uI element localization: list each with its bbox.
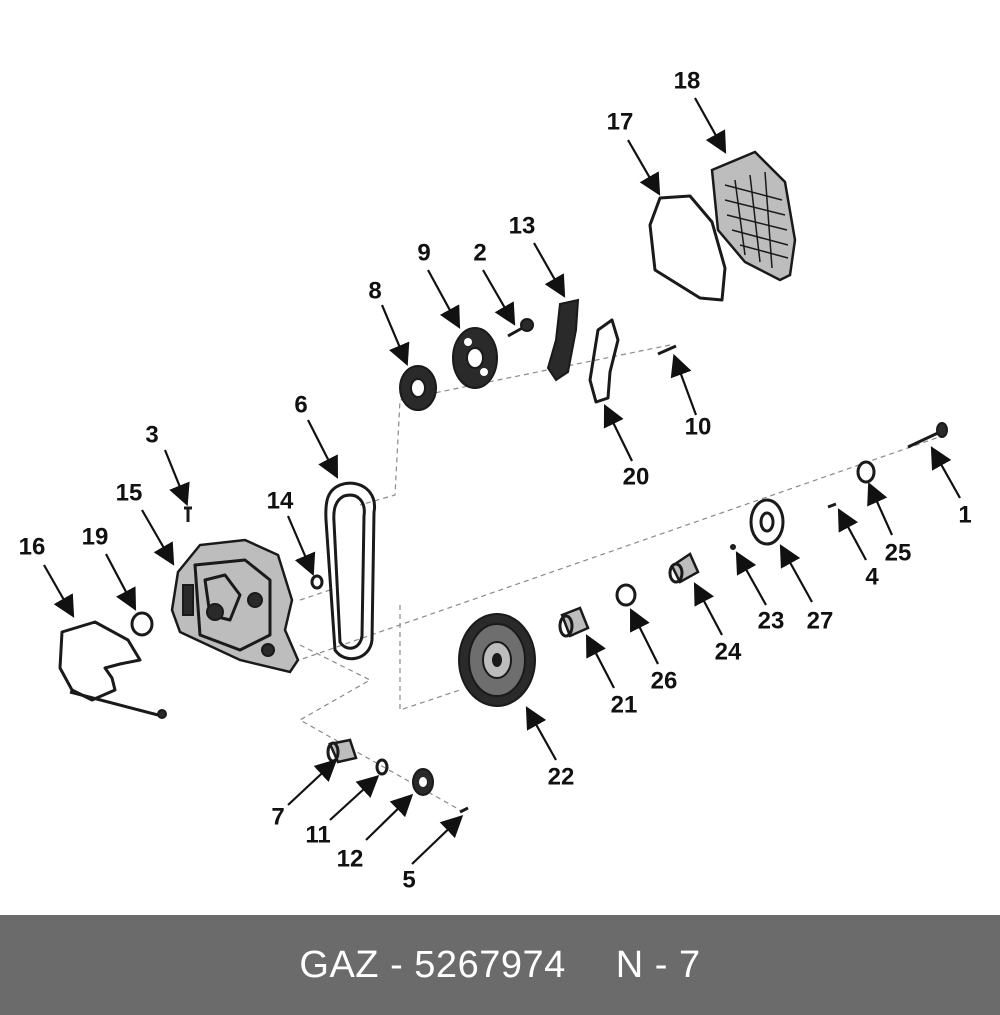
part-19-o-ring [130, 611, 154, 637]
part-12-flange [412, 768, 434, 796]
part-2-bolt [507, 318, 534, 338]
callout-7: 7 [271, 803, 284, 830]
part-4-pin [827, 502, 837, 509]
callout-15: 15 [116, 479, 143, 506]
part-9-cam-sprocket [452, 327, 498, 389]
part-number: 5267974 [414, 943, 566, 986]
part-10-pin [657, 344, 677, 356]
exploded-parts-diagram: 1 2 3 4 5 6 7 8 9 10 11 12 13 14 15 16 1… [19, 67, 972, 893]
callout-6: 6 [294, 391, 307, 418]
brand-label: GAZ [299, 943, 380, 986]
callout-11: 11 [305, 821, 330, 848]
part-11-o-ring [375, 758, 389, 776]
callout-16: 16 [19, 533, 46, 560]
callout-10: 10 [685, 413, 712, 440]
callout-25: 25 [885, 539, 912, 566]
callout-12: 12 [337, 845, 364, 872]
part-17-gasket [648, 194, 727, 302]
part-3-bolt [184, 506, 192, 522]
part-26-o-ring [615, 583, 637, 607]
callout-1: 1 [958, 501, 971, 528]
part-27-spacer-washer [749, 498, 785, 546]
callout-8: 8 [368, 277, 381, 304]
callout-21: 21 [611, 691, 638, 718]
leader-lines [43, 97, 961, 865]
callout-3: 3 [145, 421, 158, 448]
part-info-footer: GAZ - 5267974 N - 7 [0, 915, 1000, 1015]
callout-labels: 1 2 3 4 5 6 7 8 9 10 11 12 13 14 15 16 1… [19, 67, 972, 893]
callout-23: 23 [758, 607, 785, 634]
part-6-timing-chain [324, 481, 377, 661]
part-14-dowel [310, 574, 324, 590]
part-1-bolt [907, 422, 948, 449]
part-5-screw [459, 806, 469, 814]
callout-5: 5 [402, 866, 415, 893]
part-7-sleeve [326, 738, 358, 764]
part-25-washer [856, 460, 876, 484]
callout-17: 17 [607, 108, 634, 135]
part-8-sprocket [399, 365, 437, 411]
callout-26: 26 [651, 667, 678, 694]
part-22-crank-pulley [458, 613, 536, 707]
callout-20: 20 [623, 463, 650, 490]
position-code: N - 7 [615, 943, 701, 986]
part-15-front-cover [170, 538, 300, 674]
part-23-key [730, 544, 736, 550]
part-18-cover [710, 150, 797, 282]
callout-4: 4 [865, 563, 879, 590]
callout-27: 27 [807, 607, 834, 634]
part-24-bushing [668, 552, 700, 584]
part-16-rear-gasket [58, 620, 167, 719]
callout-2: 2 [473, 239, 486, 266]
callout-9: 9 [417, 239, 430, 266]
callout-14: 14 [267, 487, 294, 514]
part-13-chain-guide [546, 298, 580, 382]
separator: - [390, 943, 404, 986]
callout-18: 18 [674, 67, 701, 94]
callout-13: 13 [509, 212, 536, 239]
callout-24: 24 [715, 638, 742, 665]
part-21-bushing [558, 606, 590, 638]
callout-19: 19 [82, 523, 109, 550]
callout-22: 22 [548, 763, 575, 790]
part-20-tensioner-arm [588, 318, 620, 404]
assembly-centerlines [284, 344, 946, 811]
